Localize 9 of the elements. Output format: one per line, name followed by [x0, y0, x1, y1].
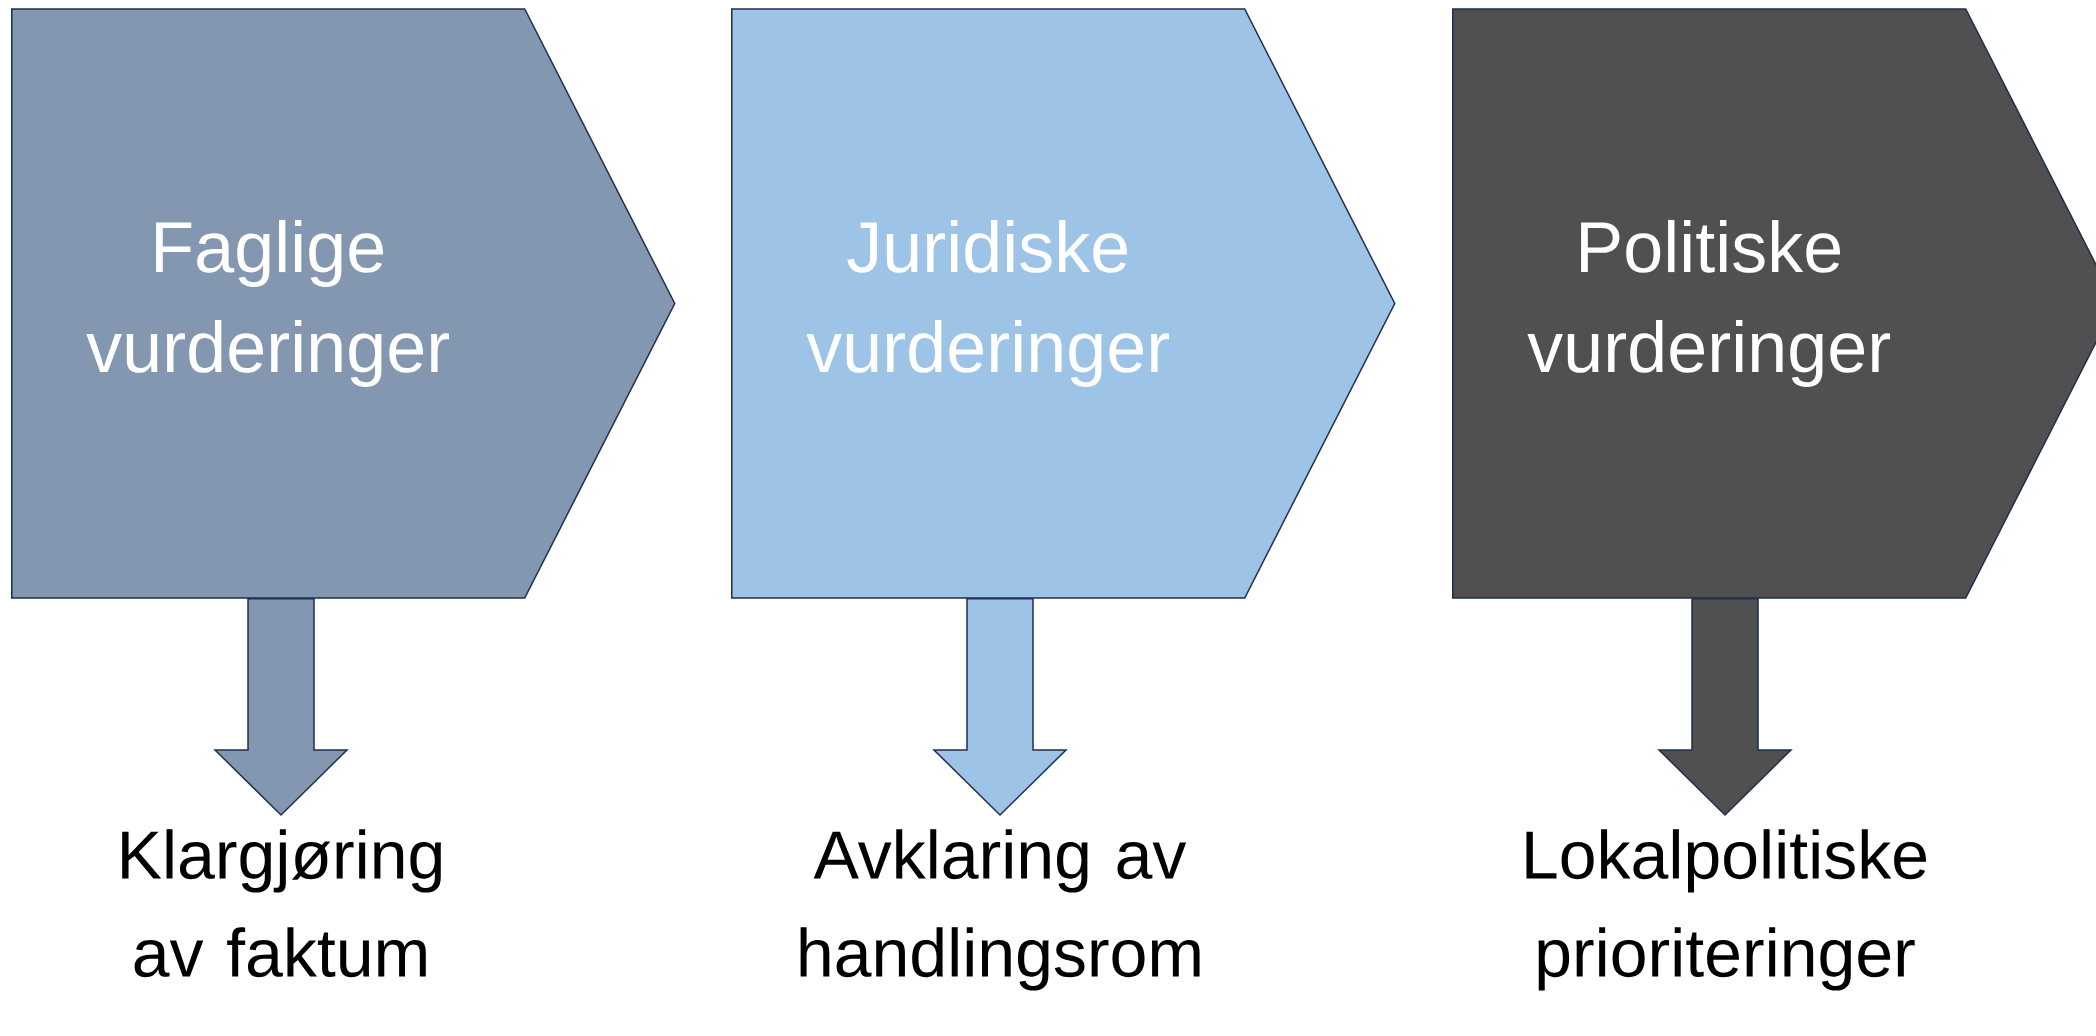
outcome-text: Klargjøring av faktum	[122, 829, 441, 978]
chevron-box: Juridiske vurderinger	[731, 8, 1396, 599]
block-arrow	[932, 598, 1068, 817]
chevron-box: Politiske vurderinger	[1452, 8, 2096, 599]
block-arrow	[213, 598, 349, 817]
outcome-text: Lokalpolitiske prioriteringer	[1526, 829, 1927, 991]
outcome-text: Avklaring av handlingsrom	[800, 829, 1200, 991]
block-arrow	[1657, 598, 1793, 817]
chevron-box: Faglige vurderinger	[11, 8, 676, 599]
